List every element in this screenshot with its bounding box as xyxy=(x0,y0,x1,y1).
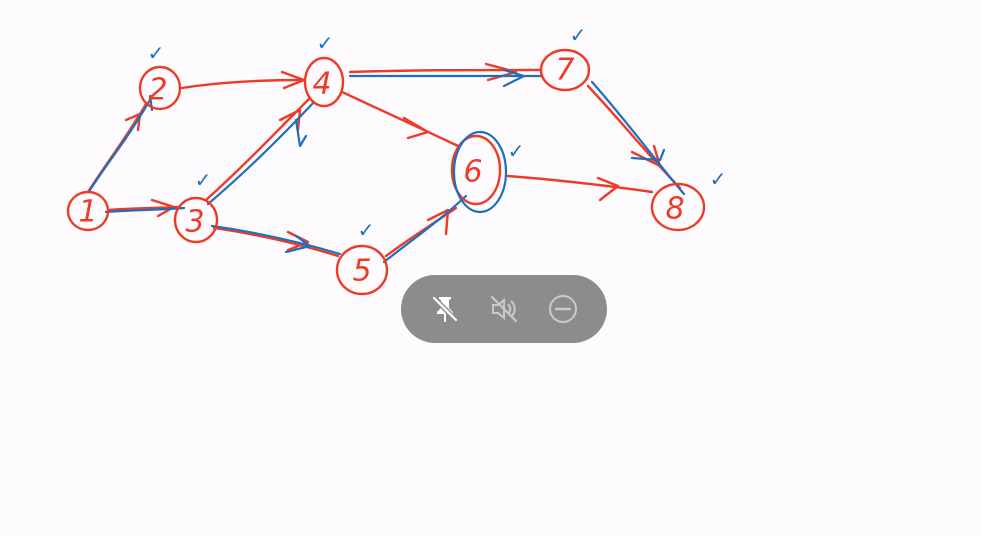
edges-blue xyxy=(88,68,686,264)
check-mark-5: ✓ xyxy=(358,218,375,242)
check-mark-6: ✓ xyxy=(508,139,525,163)
edge-3-5 xyxy=(212,226,340,258)
svg-text:5: 5 xyxy=(352,254,371,289)
minus-circle-icon xyxy=(549,295,578,323)
edge-4-6 xyxy=(340,90,460,148)
svg-text:2: 2 xyxy=(148,73,167,108)
unpin-icon xyxy=(431,295,459,323)
node-6[interactable]: 6 ✓ xyxy=(450,130,525,214)
edge-6-8 xyxy=(506,174,654,194)
edge-2-4 xyxy=(180,78,306,90)
nodes: 1 2 ✓ 3 ✓ 4 ✓ 5 ✓ 6 ✓ 7 xyxy=(66,23,727,296)
floating-toolbar xyxy=(401,275,607,343)
check-mark-3: ✓ xyxy=(195,168,212,192)
node-1[interactable]: 1 xyxy=(66,190,110,232)
mute-icon xyxy=(490,295,518,323)
edge-4-7 xyxy=(348,68,542,74)
check-mark-7: ✓ xyxy=(570,23,587,47)
edge-3-4 xyxy=(204,96,312,202)
arrowheads-red xyxy=(124,62,662,252)
node-8[interactable]: 8 ✓ xyxy=(650,167,727,232)
svg-text:7: 7 xyxy=(555,53,574,88)
node-3[interactable]: 3 ✓ xyxy=(173,168,219,244)
node-7[interactable]: 7 ✓ xyxy=(539,23,591,92)
node-4[interactable]: 4 ✓ xyxy=(303,31,345,108)
check-mark-2: ✓ xyxy=(148,41,165,65)
minimize-button[interactable] xyxy=(540,286,586,332)
unpin-button[interactable] xyxy=(422,286,468,332)
svg-text:6: 6 xyxy=(463,155,482,190)
edge-5-6 xyxy=(384,206,458,258)
svg-text:8: 8 xyxy=(665,192,684,227)
node-5[interactable]: 5 ✓ xyxy=(335,218,389,296)
svg-text:1: 1 xyxy=(78,195,97,230)
mute-button[interactable] xyxy=(481,286,527,332)
node-2[interactable]: 2 ✓ xyxy=(138,41,182,111)
check-mark-4: ✓ xyxy=(317,31,334,55)
svg-text:4: 4 xyxy=(312,67,331,102)
check-mark-8: ✓ xyxy=(710,167,727,191)
svg-text:3: 3 xyxy=(185,205,204,240)
